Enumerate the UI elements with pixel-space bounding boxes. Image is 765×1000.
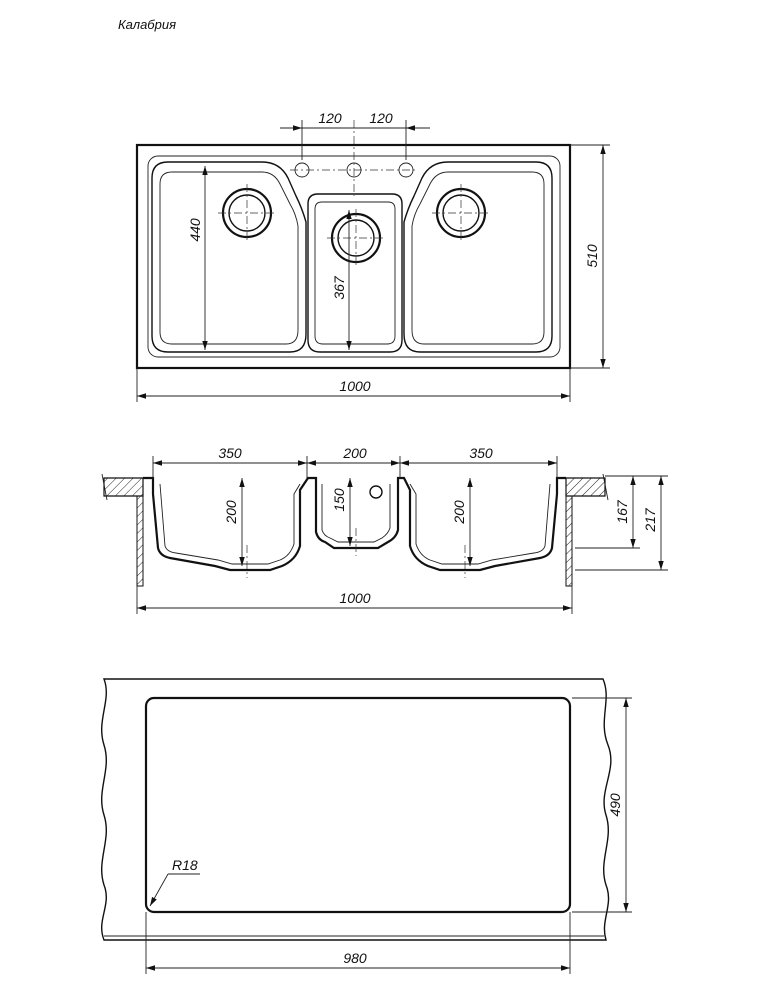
dim-left-bowl-width: 350: [218, 445, 242, 461]
dim-faucet-left: 120: [318, 110, 342, 126]
countertop-right: [565, 477, 606, 497]
countertop-left: [103, 477, 144, 497]
dim-middle-depth: 367: [331, 275, 347, 300]
dim-left-bowl-depth: 200: [223, 500, 239, 525]
dim-faucet-right: 120: [369, 110, 393, 126]
right-bowl: [403, 161, 553, 353]
dim-right-bowl-depth: 200: [451, 500, 467, 525]
dim-cutout-depth: 490: [607, 793, 623, 817]
dim-total-height: 217: [642, 507, 658, 533]
cutout-view: R18 490 980: [100, 678, 632, 974]
left-bowl: [151, 161, 307, 353]
sink-section-profile: [143, 476, 566, 572]
dim-inner-height: 167: [614, 499, 630, 524]
countertop-outline: [100, 678, 612, 941]
dim-radius: R18: [172, 857, 198, 873]
dim-cutout-width: 980: [343, 950, 367, 966]
dim-bowl-depth: 440: [187, 218, 203, 242]
sink-outline: [135, 143, 572, 370]
cutout-rect: [144, 696, 572, 914]
dim-total-depth: 510: [584, 244, 600, 268]
dim-section-width: 1000: [339, 590, 370, 606]
middle-bowl: [290, 120, 418, 353]
section-view: 350 200 350 200 150 200 167 217 1000: [101, 445, 668, 614]
top-view: 120 120 440 367 510 1000: [135, 110, 610, 402]
dim-middle-bowl-width: 200: [342, 445, 367, 461]
dim-total-width: 1000: [339, 378, 370, 394]
dim-right-bowl-width: 350: [469, 445, 493, 461]
dim-middle-bowl-depth: 150: [331, 488, 347, 512]
drawing-title: Калабрия: [118, 17, 177, 32]
